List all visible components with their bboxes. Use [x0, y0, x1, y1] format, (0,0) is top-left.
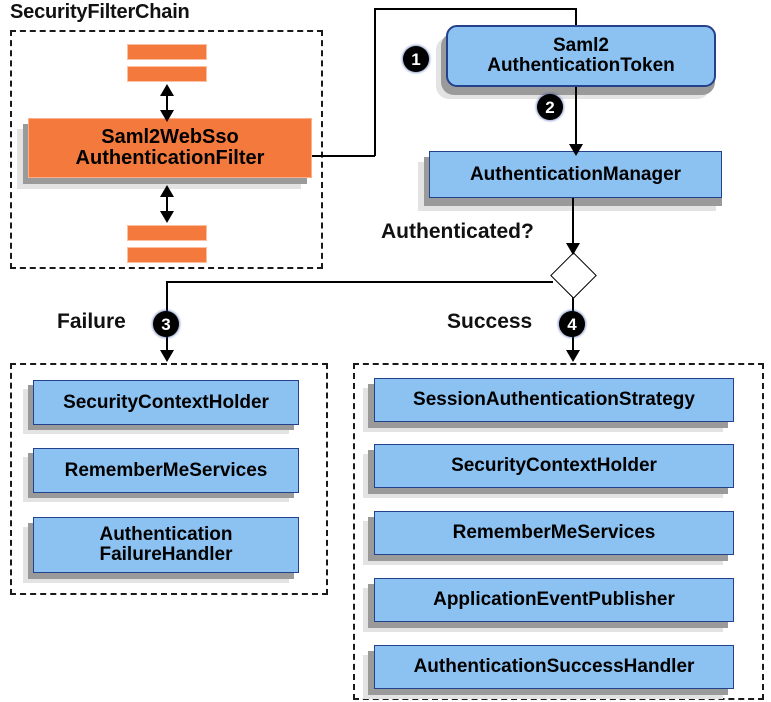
- label-authenticated: Authenticated?: [381, 220, 534, 243]
- filter-bar-bottom-1: [127, 225, 207, 241]
- node-label: Saml2WebSso AuthenticationFilter: [75, 126, 265, 169]
- node-success-authentication-success-handler[interactable]: AuthenticationSuccessHandler: [374, 645, 734, 689]
- node-saml2-authentication-token[interactable]: Saml2 AuthenticationToken: [446, 25, 716, 87]
- arrow-failure: [160, 350, 174, 362]
- connector-filter-to-token-h2: [374, 8, 577, 10]
- group-failure: [10, 363, 328, 595]
- arrow-token-to-manager: [569, 144, 583, 156]
- group-label-security-filter-chain: SecurityFilterChain: [10, 1, 190, 23]
- node-label: Saml2 AuthenticationToken: [487, 35, 675, 76]
- label-failure: Failure: [57, 310, 126, 333]
- arrow-manager-to-decision: [566, 243, 580, 255]
- node-success-remember-me-services[interactable]: RememberMeServices: [374, 511, 734, 555]
- node-failure-authentication-failure-handler[interactable]: Authentication FailureHandler: [33, 517, 299, 573]
- filter-arrow-down-top: [160, 110, 174, 122]
- filter-arrow-up-top: [160, 84, 174, 96]
- node-saml2-websso-authentication-filter[interactable]: Saml2WebSso AuthenticationFilter: [28, 118, 312, 178]
- node-label: AuthenticationManager: [469, 163, 682, 185]
- node-failure-security-context-holder[interactable]: SecurityContextHolder: [33, 380, 299, 425]
- node-label: RememberMeServices: [64, 459, 268, 481]
- connector-into-token: [575, 8, 577, 28]
- group-success: [353, 363, 764, 700]
- label-success: Success: [447, 310, 533, 333]
- step-badge-1: 1: [403, 46, 429, 72]
- filter-connector-top: [166, 90, 168, 116]
- step-badge-4: 4: [559, 311, 585, 337]
- node-label: AuthenticationSuccessHandler: [413, 656, 695, 678]
- node-failure-remember-me-services[interactable]: RememberMeServices: [33, 448, 299, 493]
- node-label: SecurityContextHolder: [63, 391, 269, 413]
- step-badge-3: 3: [153, 311, 179, 337]
- connector-decision-failure-h: [166, 281, 553, 283]
- filter-arrow-down-bottom: [160, 211, 174, 223]
- filter-bar-top-1: [127, 44, 207, 60]
- node-label: Authentication FailureHandler: [99, 524, 233, 565]
- connector-token-to-manager: [575, 87, 577, 149]
- step-badge-2: 2: [537, 94, 563, 120]
- node-label: SecurityContextHolder: [451, 455, 657, 477]
- filter-bar-bottom-2: [127, 247, 207, 263]
- node-success-application-event-publisher[interactable]: ApplicationEventPublisher: [374, 578, 734, 622]
- connector-filter-to-token-v: [374, 8, 376, 156]
- node-label: SessionAuthenticationStrategy: [413, 389, 695, 411]
- filter-bar-top-2: [127, 66, 207, 82]
- node-success-session-authentication-strategy[interactable]: SessionAuthenticationStrategy: [374, 378, 734, 422]
- arrow-success: [566, 350, 580, 362]
- node-success-security-context-holder[interactable]: SecurityContextHolder: [374, 444, 734, 488]
- filter-connector-bottom: [166, 191, 168, 217]
- node-label: RememberMeServices: [452, 522, 656, 544]
- node-authentication-manager[interactable]: AuthenticationManager: [429, 151, 722, 198]
- group-security-filter-chain: [10, 30, 323, 269]
- connector-manager-to-decision: [572, 198, 574, 256]
- decision-diamond-authenticated: [550, 252, 597, 299]
- node-label: ApplicationEventPublisher: [433, 589, 675, 611]
- filter-arrow-up-bottom: [160, 185, 174, 197]
- connector-filter-to-token-h1: [312, 155, 375, 157]
